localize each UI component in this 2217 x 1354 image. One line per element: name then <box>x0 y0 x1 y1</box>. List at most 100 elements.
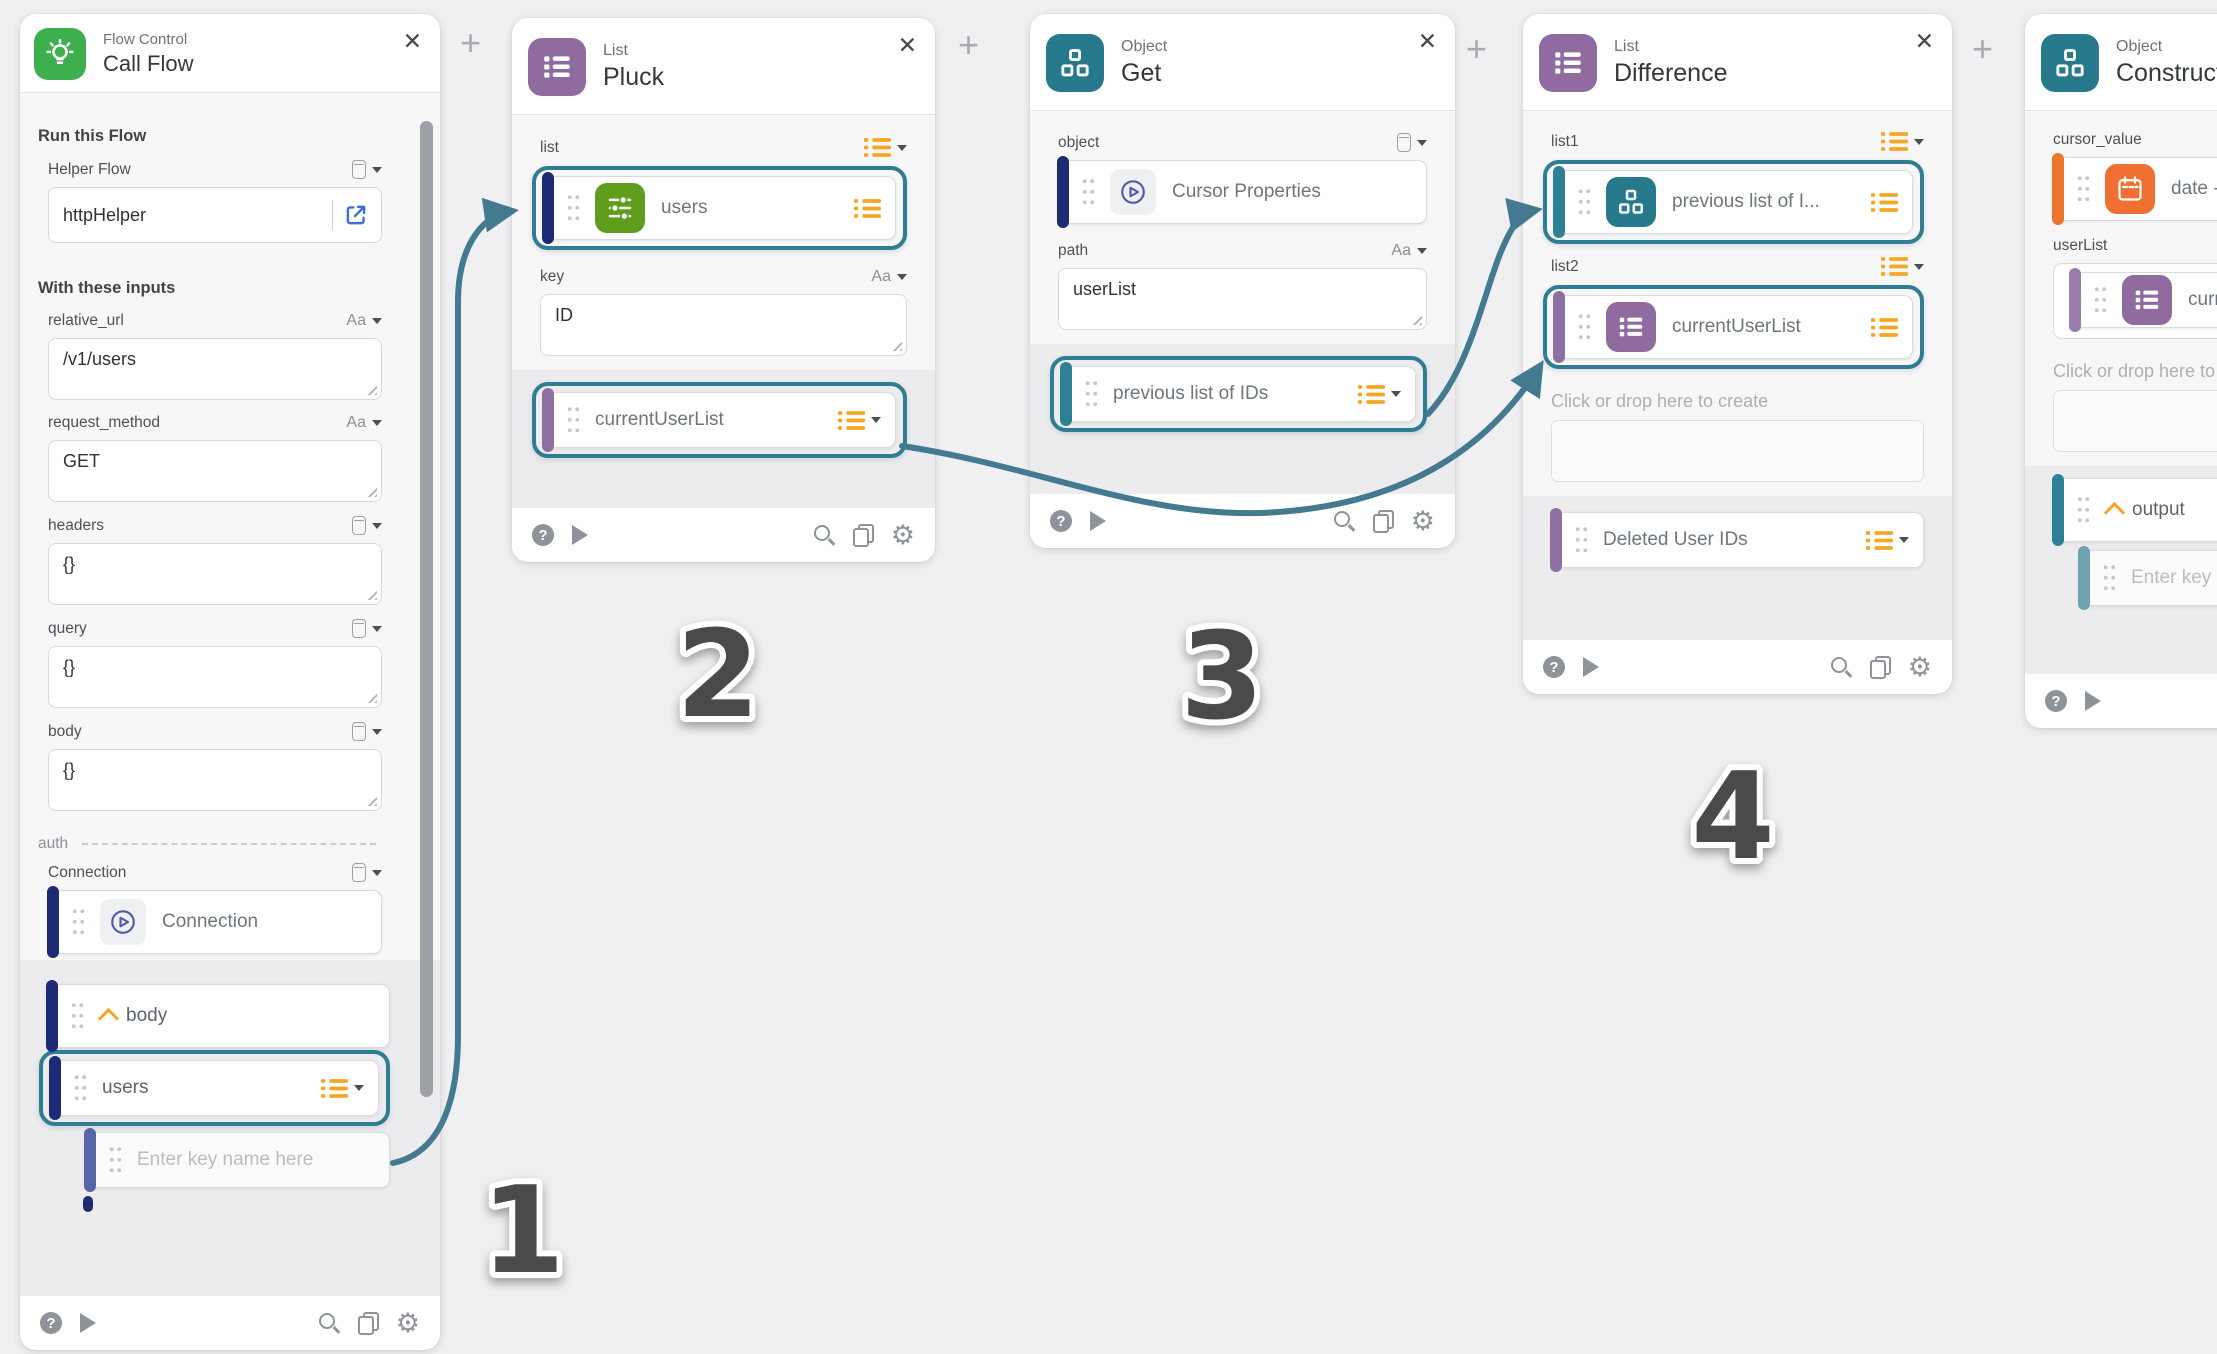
drag-handle-icon[interactable] <box>108 1144 123 1176</box>
type-selector[interactable]: Aa <box>346 312 382 330</box>
insert-card-button-1[interactable]: + <box>460 22 482 63</box>
insert-card-button-3[interactable]: + <box>1466 28 1488 69</box>
userlist-mapped-pill[interactable]: currentUserList <box>2069 268 2217 332</box>
search-icon[interactable] <box>813 524 836 547</box>
help-icon[interactable]: ? <box>40 1312 62 1334</box>
userlist-slot[interactable]: currentUserList <box>2053 263 2217 339</box>
new-key-input[interactable]: Enter key name here <box>84 1128 390 1192</box>
drag-handle-icon[interactable] <box>1574 524 1589 556</box>
close-icon[interactable]: ✕ <box>402 28 422 54</box>
insert-card-button-4[interactable]: + <box>1972 28 1994 69</box>
list-type-icon[interactable] <box>1861 192 1898 213</box>
drag-handle-icon[interactable] <box>2093 284 2108 316</box>
gear-icon[interactable]: ⚙ <box>395 1307 420 1339</box>
search-icon[interactable] <box>1830 656 1853 679</box>
list-type-icon[interactable] <box>1856 530 1909 551</box>
drag-handle-icon[interactable] <box>1577 186 1592 218</box>
type-selector[interactable] <box>352 722 382 741</box>
type-selector[interactable]: Aa <box>871 268 907 286</box>
list-type-selector[interactable] <box>854 137 907 158</box>
headers-input[interactable]: {} <box>48 543 382 605</box>
card-get[interactable]: Object Get ✕ object Cursor Properties pa… <box>1030 14 1455 548</box>
users-output-pill[interactable]: users <box>49 1056 379 1120</box>
list-type-icon[interactable] <box>1861 317 1898 338</box>
resize-handle[interactable] <box>364 793 377 806</box>
list-mapped-pill[interactable]: users <box>542 172 896 244</box>
copy-icon[interactable] <box>357 1311 379 1335</box>
help-icon[interactable]: ? <box>1543 656 1565 678</box>
type-selector[interactable] <box>352 160 382 179</box>
drop-target[interactable] <box>2053 390 2217 452</box>
drag-handle-icon[interactable] <box>1084 378 1099 410</box>
gear-icon[interactable]: ⚙ <box>1410 505 1435 537</box>
help-icon[interactable]: ? <box>2045 690 2067 712</box>
resize-handle[interactable] <box>364 587 377 600</box>
close-icon[interactable]: ✕ <box>1417 28 1437 54</box>
card-pluck[interactable]: List Pluck ✕ list users <box>512 18 935 562</box>
drag-handle-icon[interactable] <box>71 906 86 938</box>
test-run-icon[interactable] <box>1090 511 1106 531</box>
gear-icon[interactable]: ⚙ <box>1907 651 1932 683</box>
search-icon[interactable] <box>1333 510 1356 533</box>
drag-handle-icon[interactable] <box>2076 173 2091 205</box>
close-icon[interactable]: ✕ <box>1914 28 1934 54</box>
type-selector[interactable]: Aa <box>346 414 382 432</box>
type-selector[interactable] <box>352 619 382 638</box>
help-icon[interactable]: ? <box>532 524 554 546</box>
search-icon[interactable] <box>318 1312 341 1335</box>
list1-mapped-pill[interactable]: previous list of I... <box>1553 166 1913 238</box>
list-type-icon[interactable] <box>844 198 881 219</box>
copy-icon[interactable] <box>1372 509 1394 533</box>
help-icon[interactable]: ? <box>1050 510 1072 532</box>
gear-icon[interactable]: ⚙ <box>890 519 915 551</box>
drag-handle-icon[interactable] <box>566 192 581 224</box>
drop-target[interactable] <box>1551 420 1924 482</box>
resize-handle[interactable] <box>364 484 377 497</box>
close-icon[interactable]: ✕ <box>897 32 917 58</box>
copy-icon[interactable] <box>1869 655 1891 679</box>
body-input[interactable]: {} <box>48 749 382 811</box>
key-input[interactable]: ID <box>540 294 907 356</box>
resize-handle[interactable] <box>1409 312 1422 325</box>
card-call-flow[interactable]: Flow Control Call Flow ✕ Run this Flow H… <box>20 14 440 1350</box>
resize-handle[interactable] <box>889 338 902 351</box>
resize-handle[interactable] <box>364 690 377 703</box>
list2-mapped-pill[interactable]: currentUserList <box>1553 291 1913 363</box>
copy-icon[interactable] <box>852 523 874 547</box>
card-construct[interactable]: Object Construct cursor_value date - use… <box>2025 14 2217 728</box>
type-selector[interactable]: Aa <box>1391 242 1427 260</box>
body-output-group-pill[interactable]: body <box>46 980 390 1052</box>
output-pill-deleted-user-ids[interactable]: Deleted User IDs <box>1550 508 1924 572</box>
drag-handle-icon[interactable] <box>1081 176 1096 208</box>
list-type-icon[interactable] <box>828 410 881 431</box>
list-type-selector[interactable] <box>1871 256 1924 277</box>
type-selector[interactable] <box>352 516 382 535</box>
test-run-icon[interactable] <box>1583 657 1599 677</box>
insert-card-button-2[interactable]: + <box>958 24 980 65</box>
external-link-icon[interactable] <box>343 202 369 228</box>
drag-handle-icon[interactable] <box>2076 494 2091 526</box>
cursor-value-mapped-pill[interactable]: date - <box>2052 153 2217 225</box>
type-selector[interactable] <box>1397 133 1427 152</box>
drag-handle-icon[interactable] <box>2102 562 2117 594</box>
drag-handle-icon[interactable] <box>1577 311 1592 343</box>
drag-handle-icon[interactable] <box>70 1000 85 1032</box>
output-group-pill[interactable]: output <box>2052 474 2217 546</box>
list-type-selector[interactable] <box>1871 131 1924 152</box>
list-type-icon[interactable] <box>311 1078 364 1099</box>
output-pill-currentuserlist[interactable]: currentUserList <box>542 388 896 452</box>
connection-pill[interactable]: Connection <box>47 886 382 958</box>
scrollbar-thumb[interactable] <box>420 121 433 1097</box>
request-method-input[interactable]: GET <box>48 440 382 502</box>
collapse-chevron-icon[interactable] <box>97 1007 120 1029</box>
test-run-icon[interactable] <box>2085 691 2101 711</box>
list-type-icon[interactable] <box>1348 384 1401 405</box>
relative-url-input[interactable]: /v1/users <box>48 338 382 400</box>
path-input[interactable]: userList <box>1058 268 1427 330</box>
query-input[interactable]: {} <box>48 646 382 708</box>
card-difference[interactable]: List Difference ✕ list1 previous list of… <box>1523 14 1952 694</box>
new-key-input[interactable]: Enter key name here <box>2078 546 2217 610</box>
object-mapped-pill[interactable]: Cursor Properties <box>1057 156 1427 228</box>
output-pill-previous-list[interactable]: previous list of IDs <box>1060 362 1416 426</box>
resize-handle[interactable] <box>364 382 377 395</box>
